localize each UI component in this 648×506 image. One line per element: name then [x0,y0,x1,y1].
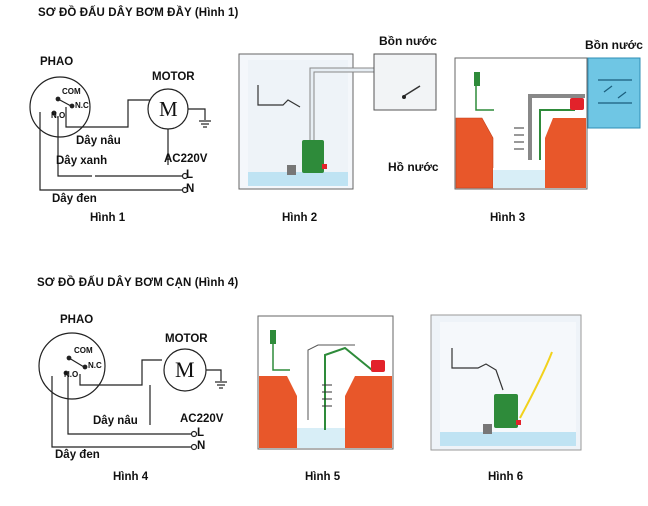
neutral-label-2: N [197,440,206,452]
fig3-tank-label: Bồn nước [585,38,643,52]
fig2-tank-outline [373,53,437,111]
terminal-l-2 [190,430,198,438]
caption-hinh-6: Hình 6 [488,471,524,483]
caption-hinh-1: Hình 1 [90,212,126,224]
supply-label-2: AC220V [180,413,224,425]
com-label-2: COM [74,346,93,355]
section1-title: SƠ ĐỒ ĐẤU DÂY BƠM ĐẦY (Hình 1) [38,7,239,19]
fig2-pump [302,140,324,173]
float-label: PHAO [40,56,74,68]
wire-com-to-motor-2 [79,359,162,386]
caption-hinh-4: Hình 4 [113,471,149,483]
wire-left-black-2 [51,376,192,448]
fig3-soil [456,118,493,188]
no-label: N.O [51,111,66,120]
fig5-soil-left [259,376,297,448]
fig2-water [248,172,348,186]
nc-contact [69,103,75,109]
line-label: L [186,169,194,181]
terminal-n [181,186,189,194]
com-label: COM [62,87,81,96]
wire-brown-label: Dây nâu [76,135,121,147]
wire-blue-label: Dây xanh [56,155,108,167]
fig5-soil-right [345,376,392,448]
motor-label: MOTOR [152,71,195,83]
neutral-label: N [186,183,195,195]
fig5-red-pump [371,360,385,372]
wire-no-brown-2 [67,376,192,435]
fig3-red-pump [570,98,584,110]
wire-black-label: Dây đen [52,193,97,205]
wire-com-to-motor [65,99,150,128]
motor-label-2: MOTOR [165,333,208,345]
fig3-blue-tank [587,57,641,129]
no-label-2: N.O [64,370,79,379]
fig3-water [493,170,545,188]
float-switch-circle-2 [38,332,106,400]
fig6-water [440,432,576,446]
motor-symbol-2: M [175,357,195,382]
wire-no-blue [57,116,92,177]
fig6-pump [494,394,518,428]
float-switch-circle [29,76,91,138]
fig3-pipe [528,94,585,160]
fig2-tank-label: Bồn nước [379,34,437,48]
caption-hinh-5: Hình 5 [305,471,341,483]
supply-label: AC220V [164,153,208,165]
nc-label: N.C [75,101,89,110]
wire-left-black [39,112,183,191]
motor-to-ground [188,108,206,120]
no-contact [51,110,57,116]
fig6-cable [519,351,553,419]
line-label-2: L [197,427,205,439]
terminal-n-2 [190,443,198,451]
switch-blade [57,98,72,107]
wire-brown-label-2: Dây nâu [93,415,138,427]
fig2-well-label: Hồ nước [388,160,439,174]
wire-black-label-2: Dây đen [55,449,100,461]
terminal-l [181,172,189,180]
nc-label-2: N.C [88,361,102,370]
motor-symbol: M [159,97,178,121]
caption-hinh-2: Hình 2 [282,212,318,224]
caption-hinh-3: Hình 3 [490,212,526,224]
fig5-water [297,428,345,448]
section2-title: SƠ ĐỒ ĐẤU DÂY BƠM CẠN (Hình 4) [37,277,239,289]
float-label-2: PHAO [60,314,94,326]
